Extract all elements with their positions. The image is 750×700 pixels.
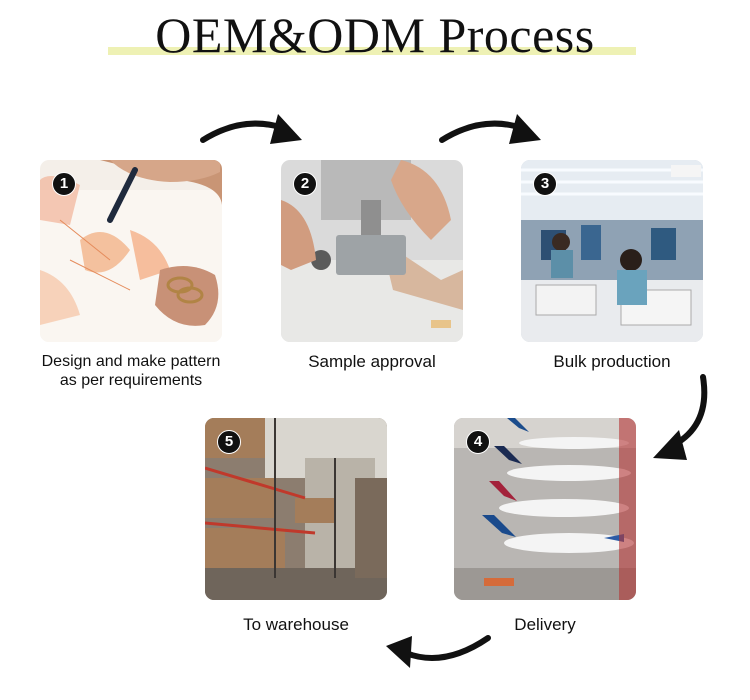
step-3-caption: Bulk production [553,352,671,371]
design-sketch-image [40,160,222,342]
step-1-caption: Design and make pattern as per requireme… [41,353,221,389]
step-2-photo: 2 [281,160,463,342]
step-5-caption: To warehouse [243,615,349,634]
arrow-2-to-3 [439,114,541,144]
arrow-4-to-5 [386,635,491,668]
step-2-badge: 2 [293,172,317,196]
title-highlight [108,47,636,55]
arrow-1-to-2 [200,114,302,144]
step-3-badge: 3 [533,172,557,196]
step-4-photo: 4 [454,418,636,600]
step-5-photo: 5 [205,418,387,600]
page-title: OEM&ODM Process [155,7,595,63]
step-4-caption: Delivery [514,615,576,634]
step-3-photo: 3 [521,160,703,342]
step-2-caption: Sample approval [308,352,436,371]
step-1-badge: 1 [52,172,76,196]
step-1-photo: 1 [40,160,222,342]
step-5-badge: 5 [217,430,241,454]
step-4-badge: 4 [466,430,490,454]
title-area: OEM&ODM Process [0,0,750,70]
arrow-3-to-4 [653,374,708,460]
